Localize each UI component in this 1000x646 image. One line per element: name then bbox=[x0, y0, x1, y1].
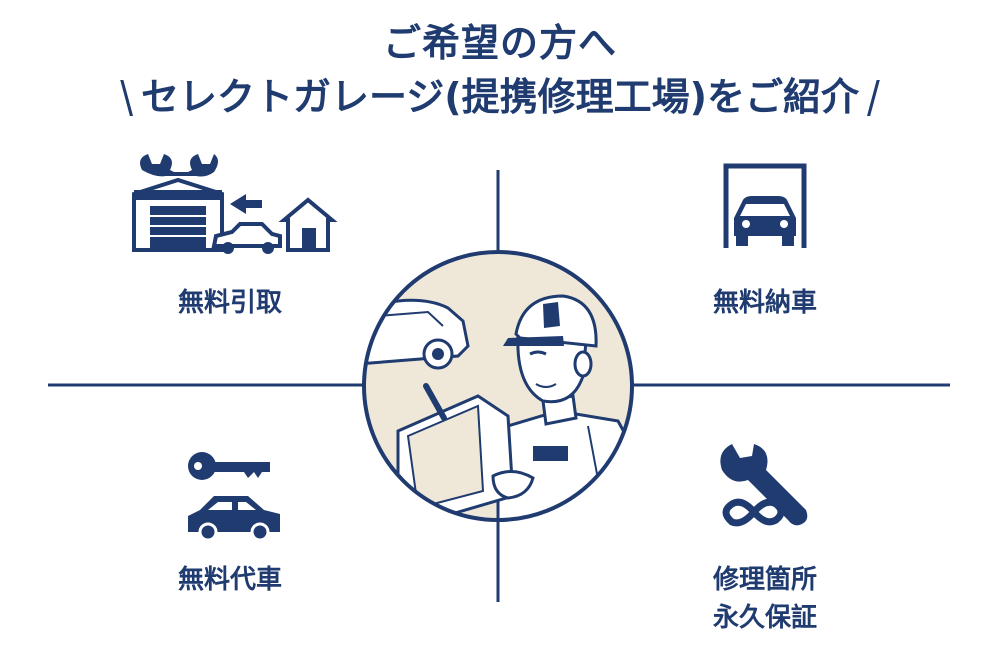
title-text-2: セレクトガレージ(提携修理工場)をご紹介 bbox=[141, 75, 859, 119]
garage-pickup-icon bbox=[132, 154, 338, 254]
page-title-line1: ご希望の方へ bbox=[0, 12, 1000, 67]
car-in-garage-icon bbox=[723, 163, 807, 248]
title-slash-right: / bbox=[866, 71, 880, 123]
feature-label-pickup: 無料引取 bbox=[177, 288, 282, 318]
title-text-1: ご希望の方へ bbox=[382, 21, 617, 65]
feature-label-delivery: 無料納車 bbox=[712, 288, 817, 318]
feature-label-loaner: 無料代車 bbox=[177, 565, 282, 595]
warranty-line1: 修理箇所 bbox=[712, 565, 817, 595]
wrench-infinity-icon bbox=[720, 444, 808, 527]
title-slash-left: \ bbox=[120, 71, 133, 123]
feature-label-warranty: 修理箇所 永久保証 bbox=[665, 562, 865, 637]
warranty-line2: 永久保証 bbox=[712, 602, 817, 633]
key-and-car-icon bbox=[188, 452, 280, 542]
page-title-line2: \セレクトガレージ(提携修理工場)をご紹介/ bbox=[0, 66, 1000, 123]
mechanic-illustration bbox=[362, 250, 634, 522]
